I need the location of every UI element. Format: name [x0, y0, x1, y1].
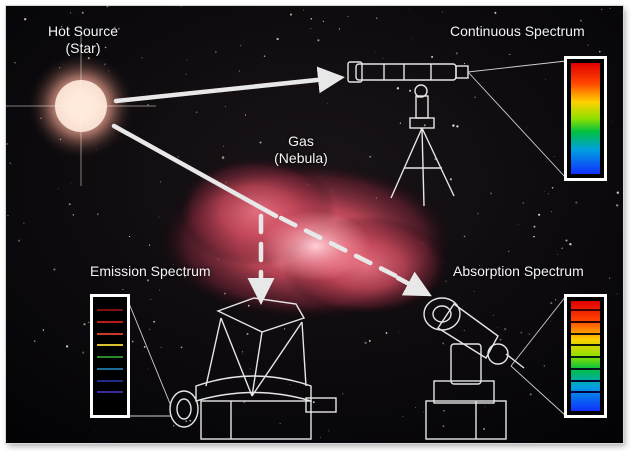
- light-paths: [111, 66, 432, 305]
- connector-lines: [125, 60, 567, 417]
- continuous-spectrum-label: Continuous Spectrum: [450, 23, 585, 39]
- emission-line: [97, 391, 123, 394]
- emission-line: [97, 367, 123, 370]
- diagram-frame: Hot Source (Star) Gas (Nebula) Continuou…: [6, 6, 623, 443]
- absorption-line: [571, 356, 600, 358]
- emission-line: [97, 320, 123, 323]
- absorption-line: [571, 309, 600, 311]
- gas-label: Gas (Nebula): [256, 133, 346, 167]
- absorption-line: [571, 391, 600, 394]
- absorption-line: [571, 367, 600, 370]
- arrow-star-to-gas: [111, 123, 279, 219]
- hot-source-label: Hot Source (Star): [33, 23, 133, 57]
- continuous-spectrum-bands: [571, 63, 600, 174]
- absorption-spectrum-box: [564, 294, 607, 418]
- gas-subtitle: (Nebula): [274, 150, 328, 166]
- hot-source-title: Hot Source: [47, 23, 119, 39]
- gas-title: Gas: [288, 133, 314, 149]
- emission-line: [97, 356, 123, 358]
- emission-line: [97, 332, 123, 335]
- equatorial-telescope-icon: [423, 297, 525, 440]
- absorption-line: [571, 320, 600, 323]
- continuous-spectrum-box: [564, 56, 607, 181]
- absorption-spectrum-label: Absorption Spectrum: [453, 263, 584, 279]
- emission-spectrum-bands: [97, 301, 123, 411]
- absorption-line: [571, 344, 600, 347]
- absorption-line: [571, 379, 600, 382]
- absorption-line: [571, 332, 600, 335]
- emission-line: [97, 344, 123, 347]
- absorption-spectrum-bands: [571, 301, 600, 411]
- emission-line: [97, 309, 123, 311]
- hot-source-subtitle: (Star): [65, 40, 101, 56]
- emission-spectrum-label: Emission Spectrum: [90, 263, 211, 279]
- large-telescope-icon: [169, 297, 337, 440]
- arrow-to-absorption: [278, 215, 399, 279]
- glowing-star-icon: [6, 26, 156, 186]
- arrow-to-continuous: [113, 66, 345, 104]
- tripod-icon: [390, 127, 455, 207]
- emission-spectrum-box: [90, 294, 130, 418]
- emission-line: [97, 379, 123, 382]
